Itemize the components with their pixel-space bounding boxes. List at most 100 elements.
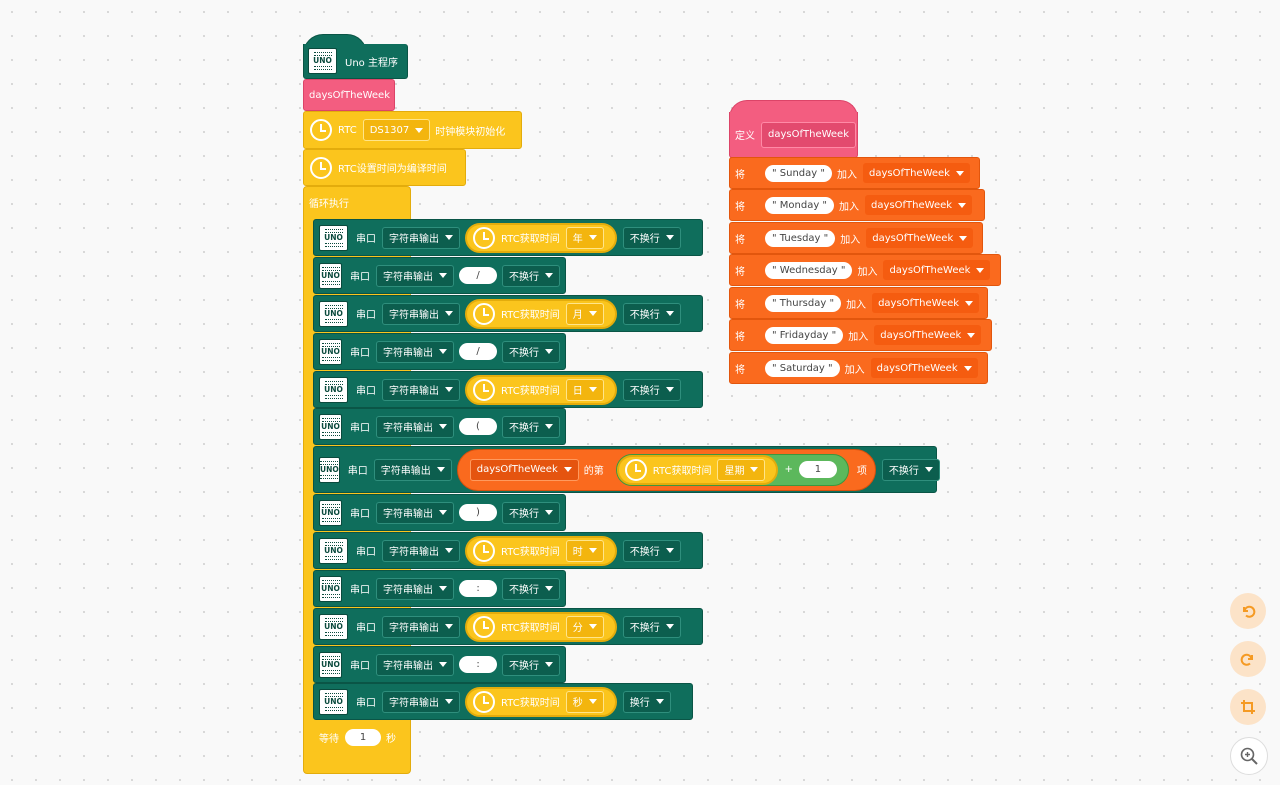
- rtc-get-reporter[interactable]: RTC获取时间日: [465, 374, 617, 405]
- time-field-dropdown[interactable]: 年: [565, 226, 604, 249]
- clock-icon: [473, 690, 495, 713]
- print-mode-dropdown[interactable]: 字符串输出: [376, 577, 454, 600]
- zoom-in-button[interactable]: [1230, 737, 1268, 775]
- newline-dropdown[interactable]: 不换行: [622, 226, 681, 249]
- newline-dropdown[interactable]: 不换行: [881, 458, 940, 481]
- print-mode-dropdown[interactable]: 字符串输出: [382, 539, 460, 562]
- time-field-dropdown[interactable]: 月: [565, 302, 604, 325]
- rtc-get-reporter[interactable]: RTC获取时间分: [465, 611, 617, 642]
- string-input[interactable]: (: [459, 418, 497, 435]
- newline-dropdown[interactable]: 不换行: [502, 653, 560, 676]
- string-input[interactable]: ): [459, 504, 497, 521]
- target-list-dropdown[interactable]: daysOfTheWeek: [865, 195, 973, 215]
- print-mode-dropdown[interactable]: 字符串输出: [382, 615, 460, 638]
- target-list-dropdown[interactable]: daysOfTheWeek: [872, 293, 980, 313]
- newline-dropdown[interactable]: 不换行: [502, 577, 560, 600]
- day-string-input[interactable]: " Sunday ": [765, 164, 832, 182]
- string-input[interactable]: :: [459, 580, 497, 597]
- print-mode-dropdown[interactable]: 字符串输出: [373, 458, 452, 481]
- day-string-input[interactable]: " Saturday ": [765, 359, 840, 377]
- print-mode-dropdown[interactable]: 字符串输出: [382, 226, 460, 249]
- define-name-field[interactable]: daysOfTheWeek: [761, 121, 856, 148]
- newline-dropdown[interactable]: 不换行: [502, 340, 560, 363]
- day-string-input[interactable]: " Monday ": [765, 196, 835, 214]
- target-list-dropdown[interactable]: daysOfTheWeek: [862, 163, 970, 183]
- print-mode-dropdown[interactable]: 字符串输出: [376, 653, 454, 676]
- print-mode-dropdown[interactable]: 字符串输出: [376, 340, 454, 363]
- target-list-dropdown[interactable]: daysOfTheWeek: [866, 228, 974, 248]
- rtc-get-reporter[interactable]: RTC获取时间月: [465, 298, 617, 329]
- undo-button[interactable]: [1230, 593, 1266, 629]
- wait-block[interactable]: 等待 1 秒: [313, 722, 396, 752]
- print-mode-dropdown[interactable]: 字符串输出: [376, 501, 454, 524]
- add-operator-reporter[interactable]: RTC获取时间星期+1: [615, 453, 849, 486]
- number-input[interactable]: 1: [798, 461, 837, 478]
- newline-dropdown[interactable]: 不换行: [502, 415, 560, 438]
- wait-value-input[interactable]: 1: [345, 728, 381, 746]
- newline-dropdown[interactable]: 不换行: [502, 264, 560, 287]
- loop-header[interactable]: 循环执行: [303, 186, 411, 218]
- rtc-get-reporter[interactable]: RTC获取时间时: [465, 535, 617, 566]
- target-list-dropdown[interactable]: daysOfTheWeek: [870, 358, 978, 378]
- print-mode-dropdown[interactable]: 字符串输出: [376, 264, 454, 287]
- target-list-dropdown[interactable]: daysOfTheWeek: [874, 325, 982, 345]
- newline-dropdown[interactable]: 不换行: [622, 378, 681, 401]
- string-input[interactable]: /: [459, 343, 497, 360]
- newline-dropdown[interactable]: 不换行: [502, 501, 560, 524]
- print-mode-dropdown[interactable]: 字符串输出: [382, 378, 460, 401]
- newline-dropdown[interactable]: 不换行: [622, 302, 681, 325]
- newline-dropdown[interactable]: 不换行: [622, 539, 681, 562]
- time-field-dropdown[interactable]: 时: [565, 539, 604, 562]
- time-field-dropdown[interactable]: 星期: [717, 458, 766, 481]
- string-input[interactable]: /: [459, 267, 497, 284]
- crop-button[interactable]: [1230, 689, 1266, 725]
- time-field-dropdown[interactable]: 秒: [565, 690, 604, 713]
- newline-dropdown[interactable]: 不换行: [622, 615, 681, 638]
- string-input[interactable]: :: [459, 656, 497, 673]
- day-string-input[interactable]: " Thursday ": [765, 294, 842, 312]
- rtc-get-reporter[interactable]: RTC获取时间年: [465, 222, 617, 253]
- newline-dropdown[interactable]: 换行: [622, 690, 671, 713]
- call-days-block[interactable]: daysOfTheWeek: [303, 79, 395, 111]
- rtc-get-reporter[interactable]: RTC获取时间星期: [616, 454, 779, 485]
- rtc-chip-dropdown[interactable]: DS1307: [362, 119, 431, 141]
- day-string-input[interactable]: " Wednesday ": [765, 261, 853, 279]
- redo-button[interactable]: [1230, 641, 1266, 677]
- day-string-input[interactable]: " Fridayday ": [765, 326, 844, 344]
- rtc-get-reporter[interactable]: RTC获取时间秒: [465, 686, 617, 717]
- time-field-dropdown[interactable]: 分: [565, 615, 604, 638]
- rtc-init-block[interactable]: RTC DS1307 时钟模块初始化: [303, 111, 522, 149]
- main-program-hat[interactable]: UNO Uno 主程序: [303, 44, 408, 79]
- rtc-set-block[interactable]: RTC设置时间为编译时间: [303, 149, 466, 186]
- target-list-dropdown[interactable]: daysOfTheWeek: [883, 260, 991, 280]
- uno-label: UNO: [321, 507, 340, 517]
- day-string-input[interactable]: " Tuesday ": [765, 229, 836, 247]
- define-block[interactable]: 定义 daysOfTheWeek: [729, 112, 858, 158]
- list-dropdown[interactable]: daysOfTheWeek: [469, 458, 579, 481]
- time-field-dropdown[interactable]: 日: [565, 378, 604, 401]
- print-mode-dropdown[interactable]: 字符串输出: [376, 415, 454, 438]
- print-mode-dropdown[interactable]: 字符串输出: [382, 302, 460, 325]
- print-mode-dropdown[interactable]: 字符串输出: [382, 690, 460, 713]
